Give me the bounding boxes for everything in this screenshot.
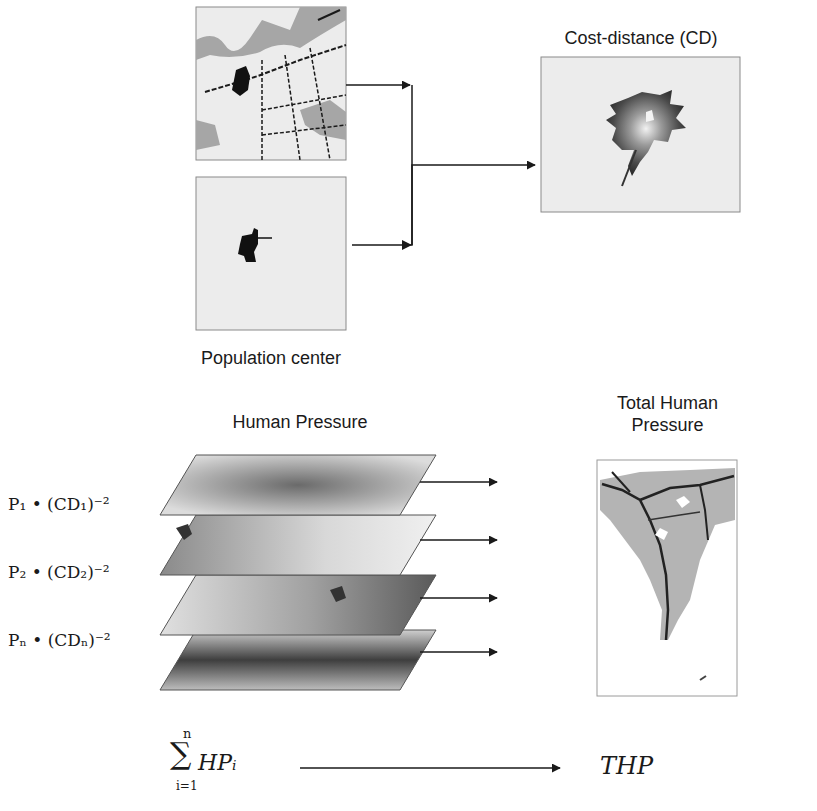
- sum-formula: THP: [600, 752, 653, 780]
- formula: P₂ • (CD₂)⁻²: [8, 562, 110, 582]
- panel-heading: Total Human Pressure: [605, 393, 730, 436]
- road-map: [196, 7, 346, 160]
- panel-heading: Human Pressure: [232, 412, 367, 434]
- cost-distance-map: [541, 57, 740, 212]
- panel-heading: Cost-distance (CD): [564, 28, 717, 50]
- pressure-layers: [160, 455, 436, 690]
- formula: P₁ • (CD₁)⁻²: [8, 494, 110, 514]
- connector-arrow: [352, 165, 535, 245]
- sum-arrow: [300, 767, 560, 769]
- layer-arrows: [420, 482, 497, 652]
- sum-formula: HPᵢ: [198, 750, 236, 775]
- image-panel: Cost-distance (CD): [535, 28, 747, 214]
- sum-formula: i=1: [176, 779, 198, 793]
- panel-heading: Population center: [201, 348, 341, 370]
- image-panel: Human Pressure: [150, 412, 450, 708]
- merge-bracket: [346, 85, 412, 250]
- image-panel: Population center: [190, 175, 352, 370]
- formula: Pₙ • (CDₙ)⁻²: [8, 630, 111, 650]
- total-pressure-map: [597, 460, 737, 696]
- population-center-map: [196, 177, 346, 330]
- image-panel: Total Human Pressure: [590, 393, 745, 701]
- sum-formula: ∑: [170, 736, 191, 771]
